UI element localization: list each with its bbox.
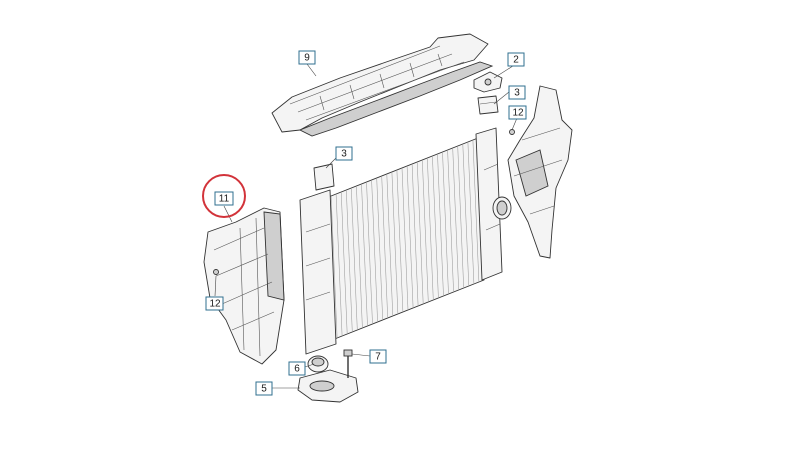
left-side-deflector — [203, 207, 285, 365]
radiator-fin — [411, 163, 419, 307]
radiator-fin — [371, 179, 378, 323]
callout-2-label: 2 — [513, 55, 519, 66]
radiator-fin — [457, 145, 464, 289]
radiator-fin — [361, 183, 368, 327]
callout-3-right: 3 — [508, 85, 526, 100]
upper-bracket — [473, 71, 503, 93]
callout-9: 9 — [298, 50, 316, 65]
callout-11: 11 — [214, 191, 234, 206]
radiator-fin — [472, 139, 480, 283]
left-fastener — [213, 269, 219, 275]
radiator-fin — [381, 175, 388, 319]
radiator-fin — [396, 169, 404, 313]
radiator-fin — [401, 167, 409, 311]
radiator-fin — [467, 141, 475, 285]
radiator-fin — [366, 181, 373, 325]
radiator-fin — [452, 147, 459, 291]
callout-3-left-label: 3 — [341, 149, 347, 160]
radiator-fin — [335, 193, 343, 337]
radiator-fin — [442, 151, 449, 295]
lower-bolt — [343, 349, 353, 378]
radiator-fin — [432, 155, 439, 299]
radiator-fin — [416, 161, 424, 305]
radiator-fin — [422, 159, 429, 303]
radiator-fin — [330, 195, 338, 339]
callout-6: 6 — [288, 361, 306, 376]
callout-5: 5 — [255, 381, 273, 396]
callout-12-left: 12 — [205, 296, 224, 311]
upper-air-deflector — [271, 33, 494, 137]
radiator-fin — [351, 187, 358, 331]
callout-11-label: 11 — [219, 194, 230, 205]
callout-7-label: 7 — [375, 352, 381, 363]
callout-3-right-label: 3 — [514, 88, 520, 99]
radiator-fin — [406, 165, 414, 309]
radiator-fin — [340, 191, 348, 335]
radiator-fin — [376, 177, 383, 321]
callout-12-right: 12 — [508, 105, 527, 120]
radiator-fin — [346, 189, 353, 333]
callout-9-label: 9 — [304, 53, 310, 64]
radiator-fin — [447, 149, 454, 293]
right-side-deflector — [507, 85, 573, 259]
radiator-fin — [427, 157, 434, 301]
radiator-fin — [437, 153, 444, 297]
callout-2: 2 — [507, 52, 525, 67]
radiator-fin — [356, 185, 363, 329]
upper-right-mount — [477, 95, 499, 115]
lower-mount — [297, 355, 359, 403]
callout-12-right-label: 12 — [512, 108, 524, 119]
radiator-fin — [386, 173, 394, 317]
callout-3-left: 3 — [335, 146, 353, 161]
right-fastener — [509, 129, 515, 135]
callout-12-left-label: 12 — [209, 299, 221, 310]
highlight-circle — [202, 174, 246, 218]
radiator-fin — [462, 143, 470, 287]
radiator — [299, 127, 512, 355]
callout-5-label: 5 — [261, 384, 267, 395]
callout-7: 7 — [369, 349, 387, 364]
callout-6-label: 6 — [294, 364, 300, 375]
radiator-fin — [391, 171, 399, 315]
